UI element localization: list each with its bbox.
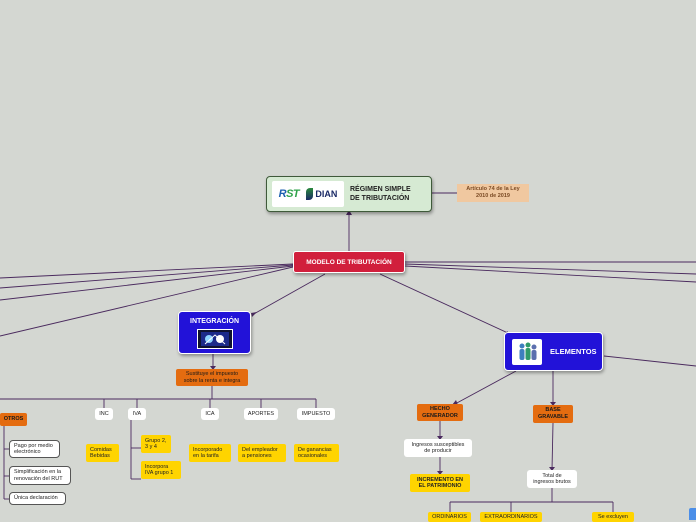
arrow-head-hecho [452,400,458,405]
ganancias-node[interactable]: De ganancias ocasionales [294,444,339,462]
connector-modelo-integracion [251,273,326,316]
regimen-title: RÉGIMEN SIMPLE DE TRIBUTACIÓN [350,186,411,202]
total-ingresos-node[interactable]: Total de ingresos brutos [527,470,577,488]
connector-right-3 [404,265,696,283]
impuesto-node[interactable]: IMPUESTO [297,408,335,420]
hecho-generador-node[interactable]: HECHO GENERADOR [417,404,463,421]
grupo-node[interactable]: Grupo 2, 3 y 4 [141,435,171,453]
articulo-node[interactable]: Artículo 74 de la Ley 2010 de 2019 [457,184,529,202]
arrow-head-integracion [251,312,257,317]
scroll-handle[interactable] [689,508,696,520]
elementos-title: ELEMENTOS [550,347,597,356]
ordinarios-node[interactable]: ORDINARIOS [428,512,471,522]
empleador-node[interactable]: Del empleador a pensiones [238,444,286,462]
extraordinarios-node[interactable]: EXTRAORDINARIOS [480,512,542,522]
connector-elementos-hecho [454,370,517,405]
people-image [512,338,542,365]
connector-right-2 [404,263,696,275]
simplificacion-rut-node[interactable]: Simplificación en la renovación del RUT [9,466,71,485]
incremento-patrimonio-node[interactable]: INCREMENTO EN EL PATRIMONIO [410,474,470,492]
unica-declaracion-node[interactable]: Única declaración [9,492,66,505]
dian-logo: DIAN [306,188,337,200]
aportes-node[interactable]: APORTES [244,408,278,420]
arrow-head-base [550,402,556,406]
comidas-node[interactable]: Comidas Bebidas [86,444,119,462]
arrow-head-total [549,467,555,471]
ingresos-node[interactable]: Ingresos susceptibles de producir [404,439,472,457]
connector-left-1 [0,263,294,279]
otros-node[interactable]: OTROS [0,413,27,426]
connector-left-4 [0,266,294,337]
modelo-tributacion-node[interactable]: MODELO DE TRIBUTACIÓN [293,251,405,273]
connector-left-2 [0,264,294,289]
integration-image [196,329,233,349]
rst-logo: RST [278,188,300,200]
incorpora-iva-node[interactable]: Incorpora IVA grupo 1 [141,461,181,479]
incorporado-node[interactable]: Incorporado en la tarifa [189,444,231,462]
inc-node[interactable]: INC [95,408,113,420]
arrow-head-ingresos [437,436,443,440]
connector-base-total [551,422,554,471]
iva-node[interactable]: IVA [128,408,146,420]
arrow-head-incremento [437,471,443,475]
integracion-title: INTEGRACIÓN [190,318,239,325]
arrow-head-sustituye [210,366,216,370]
elementos-node[interactable]: ELEMENTOS [504,332,603,371]
connector-modelo-elementos [379,273,511,335]
ica-node[interactable]: ICA [201,408,219,420]
rst-dian-logo: RST DIAN [272,181,344,207]
se-excluyen-node[interactable]: Se excluyen [592,512,634,522]
regimen-simple-node[interactable]: RST DIAN RÉGIMEN SIMPLE DE TRIBUTACIÓN [266,176,432,212]
sustituye-node[interactable]: Sustituye el impuesto sobre la renta e i… [176,369,248,386]
arrow-head-regimen [346,210,352,215]
connector-left-3 [0,265,294,301]
pago-electronico-node[interactable]: Pago por medio electrónico [9,440,60,458]
integracion-node[interactable]: INTEGRACIÓN [178,311,251,354]
connector-right-4 [603,355,696,367]
base-gravable-node[interactable]: BASE GRAVABLE [533,405,573,423]
